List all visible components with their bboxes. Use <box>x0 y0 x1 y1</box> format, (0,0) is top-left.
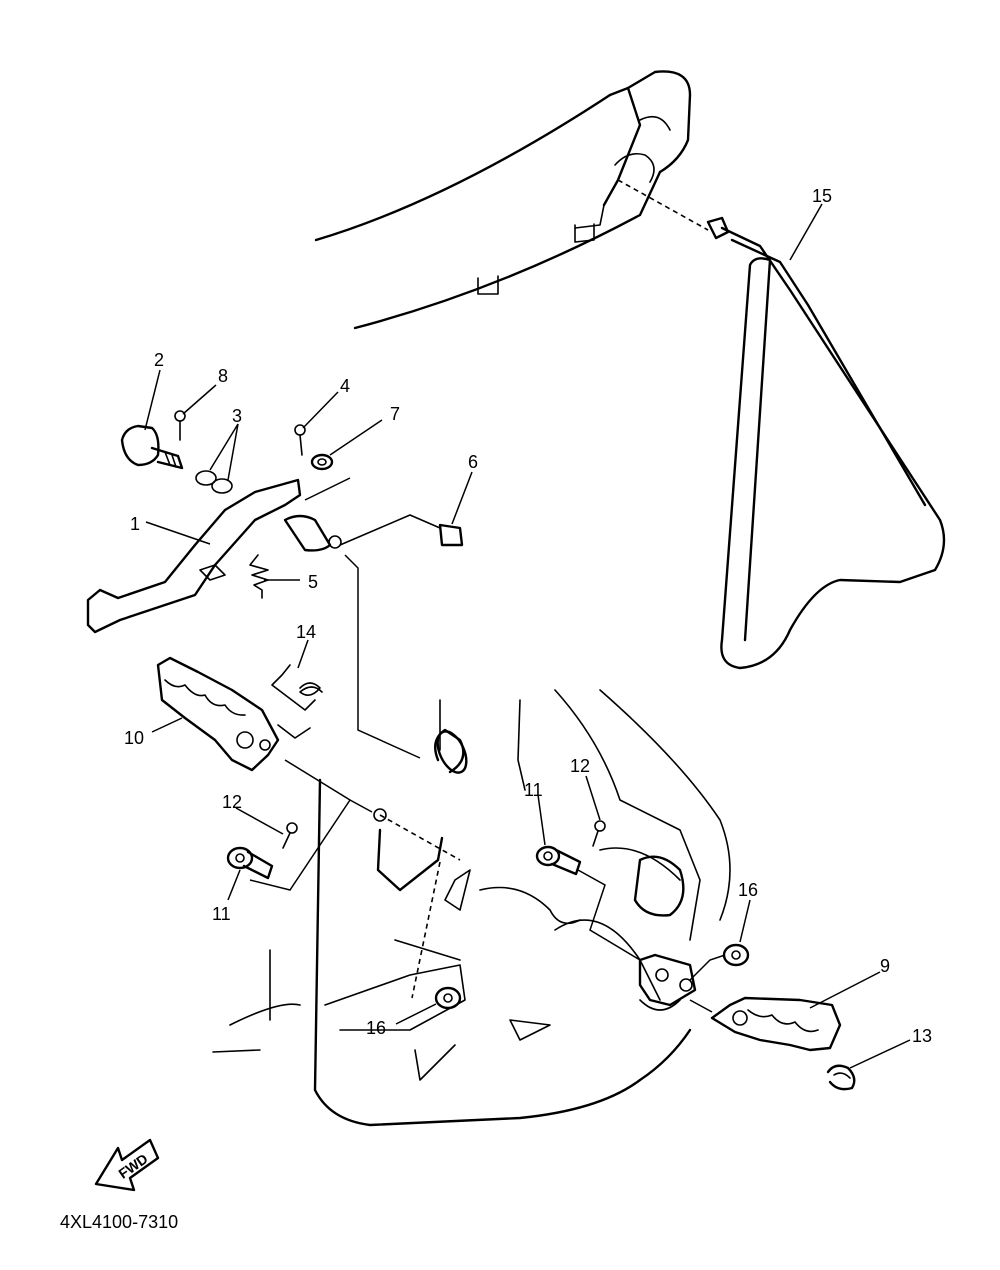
callout-11-right: 11 <box>524 780 543 800</box>
cotter-pin-12-right <box>592 820 606 847</box>
rear-frame-section <box>314 70 692 330</box>
callout-7: 7 <box>390 404 400 424</box>
spring-14 <box>271 664 323 739</box>
callout-leaders <box>144 203 911 1069</box>
callout-2: 2 <box>154 350 164 370</box>
o-rings <box>195 470 233 494</box>
bolt-11-right <box>535 845 582 876</box>
assembly-lines-lower <box>249 759 726 1013</box>
callout-labels: 1 2 3 4 5 6 7 8 9 10 11 11 12 12 13 14 1… <box>124 186 932 1046</box>
spring-5 <box>249 554 269 599</box>
callout-5: 5 <box>308 572 318 592</box>
callout-16-lower: 16 <box>366 1018 386 1038</box>
callout-11-left: 11 <box>212 904 231 924</box>
washer-16-right <box>722 943 750 967</box>
side-stand <box>617 179 946 670</box>
callout-6: 6 <box>468 452 478 472</box>
callout-13: 13 <box>912 1026 932 1046</box>
cotter-pin-4 <box>294 424 306 456</box>
cotter-pin-8 <box>174 410 186 441</box>
callout-16-right: 16 <box>738 880 758 900</box>
footrest-left <box>156 656 280 772</box>
washer-7 <box>310 453 334 471</box>
callout-1: 1 <box>130 514 140 534</box>
assembly-lines-upper <box>304 477 441 759</box>
callout-10: 10 <box>124 728 144 748</box>
callout-3: 3 <box>232 406 242 426</box>
callout-12-left: 12 <box>222 792 242 812</box>
bolt-11-left <box>226 846 274 880</box>
brake-pedal <box>86 478 342 634</box>
callout-4: 4 <box>340 376 350 396</box>
pedal-shaft <box>120 424 184 470</box>
callout-12-right: 12 <box>570 756 590 776</box>
pin-6 <box>438 523 464 547</box>
clip-13 <box>826 1064 856 1091</box>
washer-16-lower <box>434 986 462 1010</box>
footrest-right <box>710 996 842 1052</box>
callout-15: 15 <box>812 186 832 206</box>
engine-frame <box>212 689 731 1127</box>
fwd-arrow-icon: FWD <box>94 1138 160 1192</box>
callout-9: 9 <box>880 956 890 976</box>
cotter-pin-12-left <box>282 822 298 849</box>
diagram-code: 4XL4100-7310 <box>60 1212 178 1232</box>
callout-8: 8 <box>218 366 228 386</box>
callout-14: 14 <box>296 622 316 642</box>
